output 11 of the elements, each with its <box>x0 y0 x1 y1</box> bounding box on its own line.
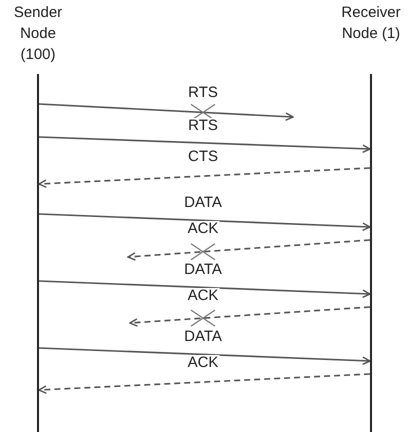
dashed-arrow <box>38 167 370 188</box>
dashed-arrow <box>127 239 370 261</box>
dashed-arrow <box>38 373 370 394</box>
arrow <box>38 136 371 154</box>
node-label: Sender Node (100) <box>14 3 62 65</box>
node-label: Receiver Node (1) <box>341 3 401 44</box>
arrow <box>38 347 371 366</box>
arrow <box>38 103 294 121</box>
dashed-arrow <box>129 306 370 327</box>
arrow <box>38 213 371 232</box>
arrow <box>38 280 371 298</box>
